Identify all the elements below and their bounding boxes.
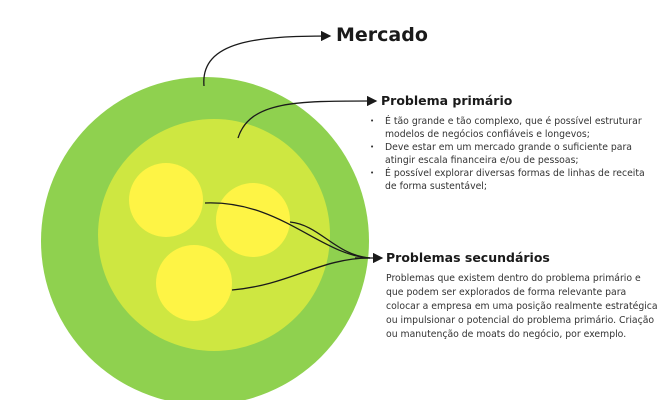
secondary-problems-title: Problemas secundários (386, 250, 550, 265)
market-arrow (203, 30, 332, 87)
secondary-problem-circle (129, 163, 203, 237)
primary-problem-list: É tão grande e tão complexo, que é possí… (368, 115, 658, 193)
list-item: É possível explorar diversas formas de l… (368, 167, 658, 193)
secondary-connector (231, 257, 371, 291)
secondary-problem-circle (156, 245, 232, 321)
primary-arrow (237, 95, 378, 139)
primary-problem-title: Problema primário (381, 93, 513, 108)
secondary-problems-description: Problemas que existem dentro do problema… (386, 273, 658, 340)
primary-problem-circle (98, 119, 330, 351)
secondary-connector (289, 221, 371, 259)
secondary-problem-circle (216, 183, 290, 257)
market-label: Mercado (336, 24, 428, 46)
list-item: Deve estar em um mercado grande o sufici… (368, 141, 658, 167)
list-item: É tão grande e tão complexo, que é possí… (368, 115, 658, 141)
secondary-connector (204, 202, 371, 259)
